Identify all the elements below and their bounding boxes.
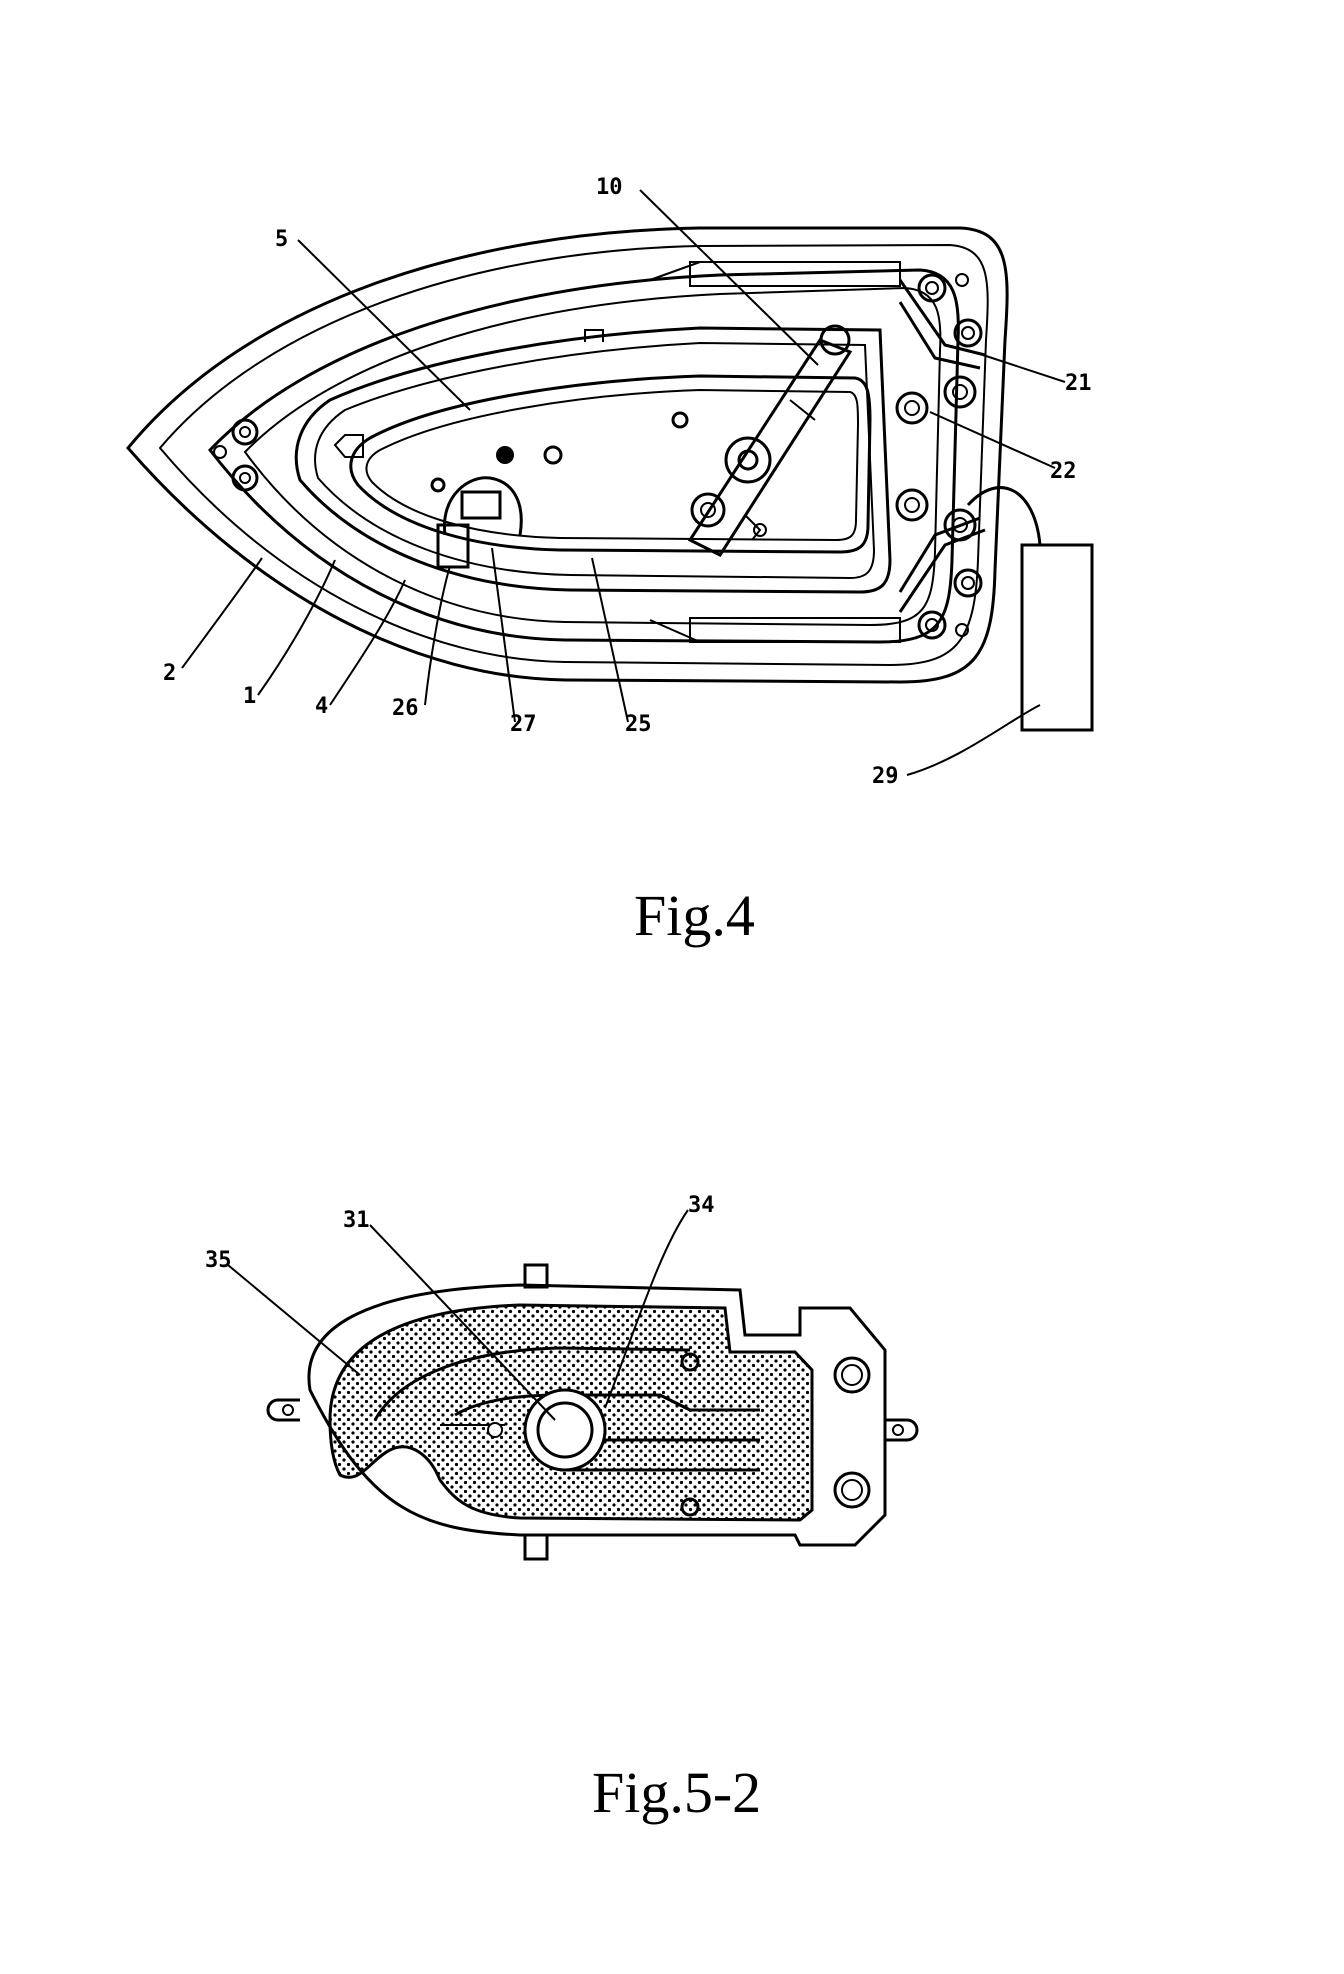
- heater-channel-4b: [314, 341, 876, 580]
- heater-channel-4: [294, 326, 892, 594]
- label-5: 5: [275, 227, 288, 252]
- terminal-channel-upper: [898, 279, 986, 370]
- leader-lines-fig4: [181, 189, 1066, 776]
- label-35: 35: [205, 1248, 232, 1273]
- shell-outline-1: [208, 268, 960, 644]
- lower-strip: [689, 617, 901, 643]
- leader-lines-fig5-2: [227, 1209, 689, 1421]
- label-27: 27: [510, 712, 537, 737]
- label-29: 29: [872, 764, 899, 789]
- sensor-hole: [496, 446, 514, 464]
- bracket-10: [687, 324, 853, 557]
- upper-strip: [689, 261, 901, 287]
- shell-outline-1b: [243, 286, 942, 627]
- thermostat-26-27: [436, 476, 523, 569]
- soleplate-outline-inner: [158, 243, 989, 667]
- plate-outline: [307, 1283, 887, 1547]
- label-34: 34: [688, 1193, 715, 1218]
- soleplate-outline-2: [126, 226, 1009, 684]
- label-1: 1: [243, 684, 256, 709]
- label-10: 10: [596, 175, 623, 200]
- mount-hole-upper: [833, 1356, 871, 1394]
- label-25: 25: [625, 712, 652, 737]
- label-26: 26: [392, 696, 419, 721]
- figure-caption-fig5-2: Fig.5-2: [592, 1760, 761, 1825]
- label-31: 31: [343, 1208, 370, 1233]
- screw-holes-left: [213, 418, 259, 492]
- mount-hole-lower: [833, 1471, 871, 1509]
- inner-cavity-5: [349, 374, 872, 554]
- fig4-drawing: 10 5 21 22 2 1 4 26 27 25 29 Fig.4: [126, 175, 1094, 948]
- label-21: 21: [1065, 371, 1092, 396]
- label-4: 4: [315, 694, 328, 719]
- figure-caption-fig4: Fig.4: [634, 883, 755, 948]
- fig5-2-drawing: 31 34 35 Fig.5-2: [205, 1193, 919, 1825]
- screw-holes-right: [895, 273, 983, 640]
- label-22: 22: [1050, 459, 1077, 484]
- label-2: 2: [163, 661, 176, 686]
- plug-29: [966, 486, 1094, 732]
- inner-cavity-5b: [365, 388, 860, 542]
